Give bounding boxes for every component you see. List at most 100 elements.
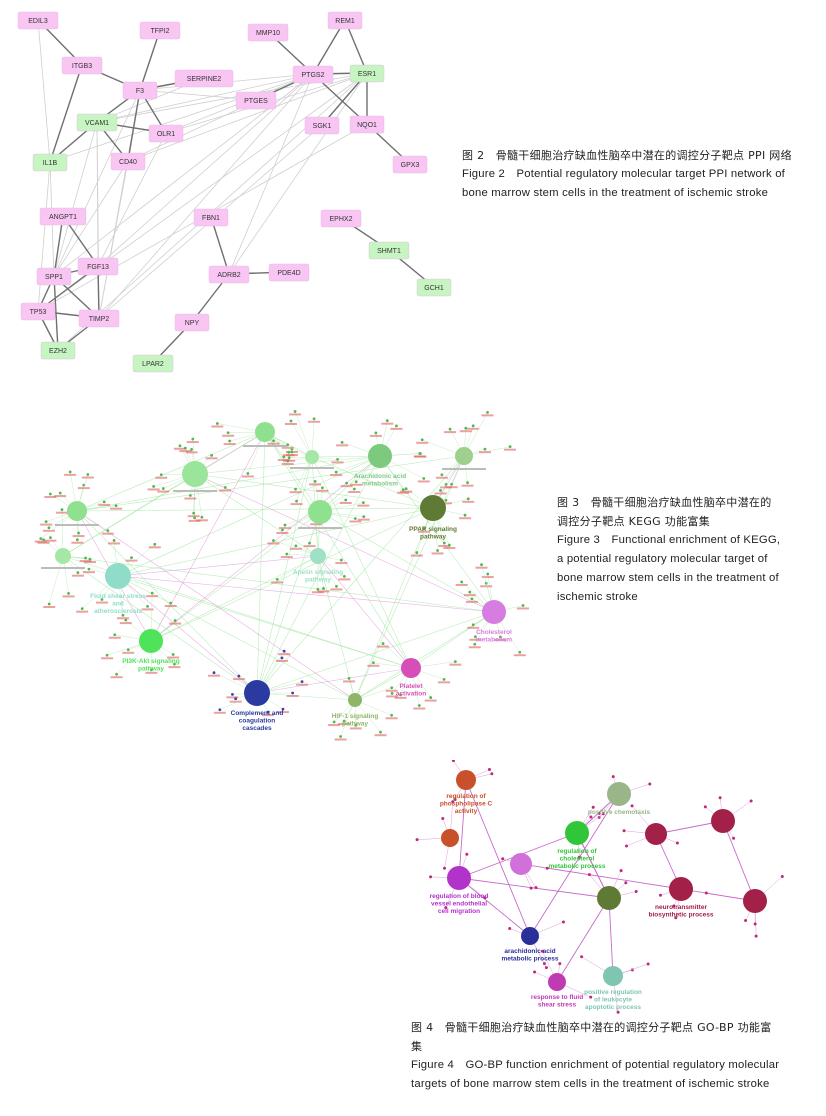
kegg-minor-pathway-label [290,467,334,469]
go-gene-node [704,891,708,895]
go-edge [458,877,531,937]
kegg-gene-node [191,437,195,441]
kegg-gene-node [484,581,488,585]
kegg-gene-node [282,649,286,653]
kegg-gene-node [281,707,285,711]
kegg-gene-node [399,693,402,697]
kegg-gene-label [390,427,403,430]
kegg-gene-label [267,442,280,445]
kegg-gene-node [361,501,365,504]
kegg-gene-label [155,476,168,479]
kegg-gene-label [82,571,95,574]
svg-text:NPY: NPY [185,320,200,327]
go-gene-node [718,796,722,800]
kegg-gene-label [42,529,55,532]
kegg-edge [76,510,258,694]
kegg-gene-node [401,488,405,492]
ppi-edge-weak [37,72,368,312]
kegg-gene-label [336,444,349,447]
kegg-gene-label [494,638,507,641]
kegg-gene-label [397,491,410,494]
kegg-gene-label [44,495,57,498]
go-gene-node [441,816,445,820]
kegg-gene-node [352,487,356,491]
kegg-gene-label [343,680,356,683]
kegg-gene-node [105,653,109,657]
kegg-gene-node [88,557,92,561]
kegg-gene-node [372,661,375,665]
kegg-gene-label [167,656,180,659]
kegg-gene-label [141,608,154,611]
kegg-gene-node [518,650,522,654]
go-gene-node [597,811,601,815]
kegg-gene-node [381,642,385,645]
go-gene-node [624,881,628,885]
svg-text:ITGB3: ITGB3 [72,63,92,70]
ppi-edge-weak [53,121,98,277]
kegg-gene-label [394,696,407,699]
ppi-node-olr1: OLR1 [148,124,184,143]
kegg-gene-node [149,668,153,672]
kegg-gene-label [465,600,478,603]
kegg-gene-edge [296,456,313,502]
kegg-gene-node [336,457,339,461]
svg-text:PTGS2: PTGS2 [302,72,325,79]
kegg-gene-node [226,431,230,435]
go-edge [465,779,531,937]
ppi-edge-weak [97,73,314,267]
kegg-gene-node [342,719,346,723]
kegg-gene-label [222,434,235,437]
kegg-gene-label [357,504,370,507]
svg-text:TP53: TP53 [30,309,47,316]
kegg-gene-label [186,441,199,444]
ppi-node-adrb2: ADRB2 [208,265,250,284]
kegg-gene-label [157,490,170,493]
svg-text:REM1: REM1 [335,18,355,25]
go-gene-node [616,1010,620,1014]
go-gene-node [611,775,615,779]
kegg-edge [76,510,356,701]
kegg-minor-pathway-label [55,524,99,526]
ppi-node-mmp10: MMP10 [247,23,289,42]
kegg-gene-node [379,730,382,734]
kegg-gene-label [459,430,472,433]
svg-text:MMP10: MMP10 [256,30,280,37]
go-minor-term-node [510,853,532,875]
kegg-minor-pathway-label [41,567,85,569]
kegg-edge [62,555,495,613]
go-gene-node [483,896,487,900]
kegg-gene-label [339,501,352,504]
kegg-gene-label [232,678,245,681]
kegg-gene-label [469,638,482,641]
go-minor-term-node [743,889,767,913]
kegg-gene-node [390,692,394,695]
kegg-gene-node [486,572,490,576]
kegg-edge [256,431,266,694]
kegg-gene-node [113,633,117,637]
kegg-minor-pathway-node [55,548,71,564]
go-gene-node [545,866,549,870]
kegg-gene-label [316,489,329,492]
kegg-gene-node [44,520,48,523]
kegg-gene-node [287,450,291,454]
kegg-gene-label [281,462,294,465]
kegg-gene-label [381,422,394,425]
figure3-caption: 图 3 骨髓干细胞治疗缺血性脑卒中潜在的调控分子靶点 KEGG 功能富集 Fig… [557,493,782,607]
kegg-gene-node [444,498,448,502]
go-minor-term-node [711,809,735,833]
ppi-node-spp1: SPP1 [36,267,72,286]
kegg-gene-label [290,503,303,506]
kegg-gene-node [212,671,216,675]
ppi-node-il1b: IL1B [32,153,68,172]
kegg-gene-node [75,538,79,542]
kegg-gene-label [278,527,291,530]
kegg-gene-label [205,457,218,460]
figure2-caption-zh: 图 2 骨髓干细胞治疗缺血性脑卒中潜在的调控分子靶点 PPI 网络 [462,149,792,162]
kegg-gene-node [466,497,470,501]
go-gene-node [533,970,537,974]
kegg-gene-label [317,590,330,593]
kegg-gene-node [161,487,165,490]
